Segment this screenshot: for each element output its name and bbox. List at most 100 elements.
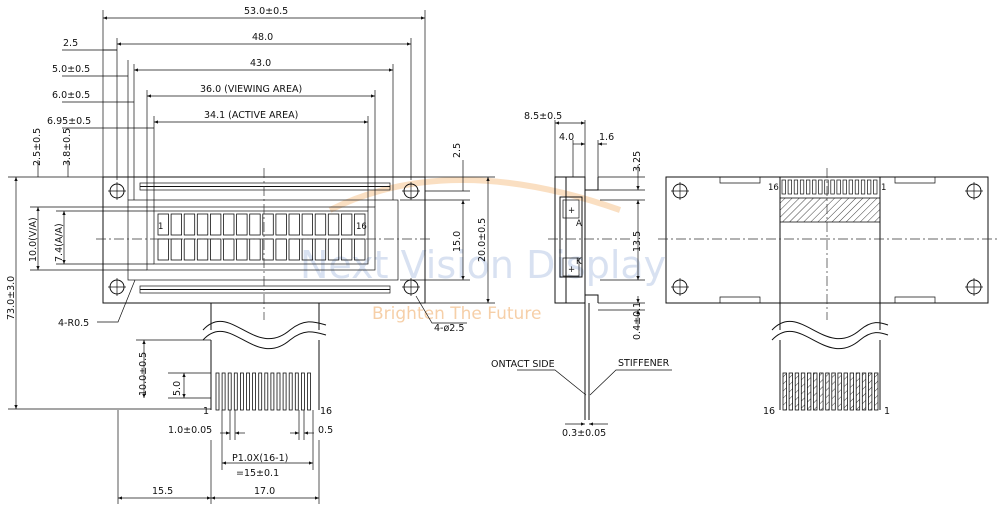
char-cell — [327, 213, 340, 236]
stiffener-label: STIFFENER — [618, 358, 670, 369]
right-dimensions — [400, 160, 495, 304]
front-tail-pins — [215, 372, 311, 411]
back-tail-pin — [849, 372, 854, 411]
side-led-body — [559, 196, 583, 278]
dim-pitch-label: P1.0X(16-1) — [232, 453, 288, 464]
char-cell — [314, 213, 327, 236]
dim-overall-height: 73.0±3.0 — [6, 276, 17, 320]
tail-pin — [258, 372, 263, 411]
tail-pin — [252, 372, 257, 411]
char-cell — [170, 213, 183, 236]
dim-overall-width: 53.0±0.5 — [244, 6, 288, 17]
char-cell — [249, 238, 261, 261]
back-top-pin — [787, 179, 792, 195]
lcd-frame — [127, 199, 399, 281]
char-cell — [301, 213, 314, 236]
back-tail-pin — [874, 372, 879, 411]
dim-active-area: 34.1 (ACTIVE AREA) — [204, 110, 298, 121]
contact-side-label: ONTACT SIDE — [491, 359, 555, 370]
back-top-pins — [781, 179, 878, 195]
tail-pin — [288, 372, 293, 411]
back-top-pin — [854, 179, 860, 195]
dim-offset-6-95: 6.95±0.5 — [47, 116, 91, 127]
anode-label: A — [576, 219, 582, 229]
dim-aa-height: 7.4(A/A) — [54, 223, 65, 262]
top-dimensions — [62, 10, 426, 211]
back-top-pin — [860, 179, 866, 195]
dim-offset-6-0: 6.0±0.5 — [52, 90, 90, 101]
dim-right-15: 15.0 — [452, 231, 463, 252]
char-cell — [157, 213, 169, 236]
tail-pin — [282, 372, 287, 411]
char-cell — [236, 213, 248, 236]
char-cell — [209, 238, 222, 261]
tail-pin — [307, 372, 311, 411]
char-cell — [157, 238, 169, 261]
back-tail-pin — [855, 372, 861, 411]
char-cell — [340, 238, 353, 261]
back-mounting-holes — [671, 182, 983, 296]
dim-side-0-4: 0.4±0.1 — [632, 302, 643, 340]
char-cell — [183, 238, 196, 261]
dim-top-3-8: 3.8±0.5 — [62, 128, 73, 166]
dim-side-0-3: 0.3±0.05 — [562, 428, 606, 439]
dim-pad-width: 1.0±0.05 — [168, 425, 212, 436]
back-tail-pin — [800, 372, 806, 411]
side-dimensions — [554, 120, 645, 426]
tail-pin — [264, 372, 269, 411]
back-pin-right: 1 — [881, 183, 886, 193]
back-top-pin — [812, 179, 817, 195]
back-tail-pin — [831, 372, 836, 411]
back-tail-pin — [861, 372, 867, 411]
front-view: 1 16 1 16 53.0±0.5 48.0 43.0 36.0 (VIEWI… — [6, 6, 495, 504]
char-cell — [275, 238, 287, 261]
back-pin-left: 16 — [768, 183, 779, 193]
back-top-pin — [867, 179, 872, 195]
back-top-pin — [842, 179, 847, 195]
back-tail-pin — [788, 372, 793, 411]
back-tail-pin — [794, 372, 800, 411]
tail-pin — [221, 372, 226, 411]
back-top-pin — [818, 179, 823, 195]
dim-thickness: 8.5±0.5 — [524, 111, 562, 122]
back-top-pin — [799, 179, 805, 195]
active-area — [153, 210, 369, 265]
lcd-pin-right: 16 — [356, 222, 367, 232]
dim-bottom-15-5: 15.5 — [152, 486, 173, 497]
side-view: + + A K 8.5±0.5 4.0 1.6 3.25 13.5 0.4±0.… — [491, 111, 672, 439]
hatched-stiffener — [779, 197, 881, 223]
back-top-pin — [830, 179, 835, 195]
char-cell — [236, 238, 248, 261]
tail-pin — [294, 372, 299, 411]
back-top-pin — [824, 179, 829, 195]
char-cell — [196, 213, 209, 236]
char-cell — [354, 238, 366, 261]
dim-side-1-6: 1.6 — [599, 132, 614, 143]
tail-pin — [239, 372, 244, 411]
char-cell — [354, 213, 366, 236]
back-tail-pins — [782, 372, 879, 411]
back-tail-pin — [825, 372, 830, 411]
back-tail-pin — [807, 372, 812, 411]
tail-pin-first: 1 — [203, 406, 209, 417]
dim-right-2-5: 2.5 — [452, 143, 463, 158]
back-tail-pin-right: 1 — [884, 406, 890, 417]
char-cell — [288, 238, 300, 261]
char-cell — [183, 213, 196, 236]
svg-text:+: + — [568, 206, 575, 216]
dim-right-20: 20.0±0.5 — [477, 218, 488, 262]
dim-hole-pitch: 48.0 — [252, 32, 273, 43]
dim-offset-2-5: 2.5 — [63, 38, 78, 49]
char-cell — [196, 238, 209, 261]
dim-pcb-inner: 43.0 — [250, 58, 271, 69]
dim-bottom-17: 17.0 — [254, 486, 275, 497]
char-cell — [262, 238, 274, 261]
dim-pad-gap: 0.5 — [318, 425, 333, 436]
svg-text:+: + — [568, 265, 575, 275]
dim-top-2-5: 2.5±0.5 — [32, 128, 43, 166]
back-top-pin — [848, 179, 853, 195]
tail-pin — [215, 372, 220, 411]
back-tail-pin — [813, 372, 818, 411]
dim-va-height: 10.0(V/A) — [28, 217, 39, 262]
